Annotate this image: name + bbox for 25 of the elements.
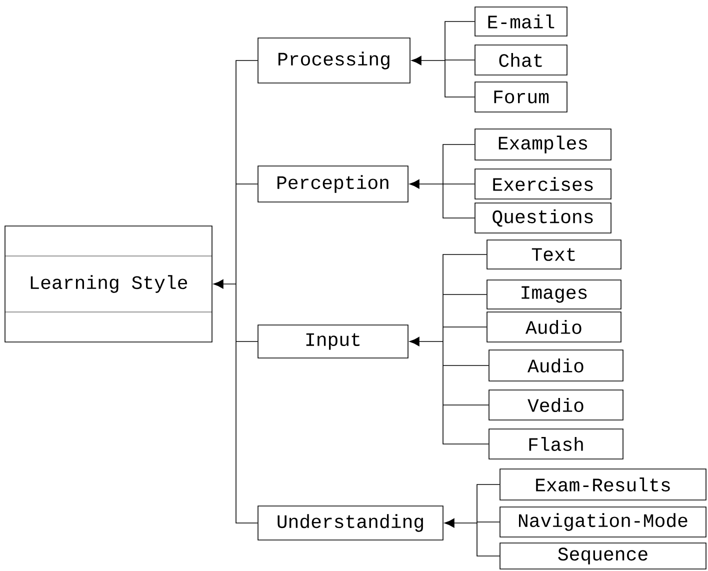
category-box: Flash: [488, 428, 624, 460]
category-box: Exercises: [474, 168, 612, 200]
category-box: Chat: [474, 44, 568, 76]
category-box: E-mail: [474, 6, 568, 36]
category-box: Understanding: [258, 506, 444, 540]
tree-connector: [411, 21, 475, 98]
class-box: Learning Style: [4, 226, 212, 342]
category-box: Exam-Results: [500, 468, 706, 500]
category-box: Perception: [258, 166, 408, 202]
category-box: Images: [486, 280, 622, 310]
category-box: Processing: [258, 38, 410, 84]
category-box: Vedio: [488, 390, 624, 420]
tree-connector: [409, 144, 475, 218]
category-box: Questions: [474, 202, 612, 234]
category-box: Navigation-Mode: [500, 506, 706, 538]
tree-connector: [213, 60, 258, 524]
category-box: Examples: [474, 128, 612, 160]
category-box: Sequence: [500, 542, 706, 570]
category-box: Audio: [486, 312, 622, 342]
tree-connector: [444, 484, 500, 556]
category-box: Forum: [474, 82, 568, 112]
category-box: Input: [258, 324, 408, 358]
tree-connector: [409, 254, 489, 444]
category-box: Audio: [488, 350, 624, 382]
category-box: Text: [486, 240, 622, 270]
